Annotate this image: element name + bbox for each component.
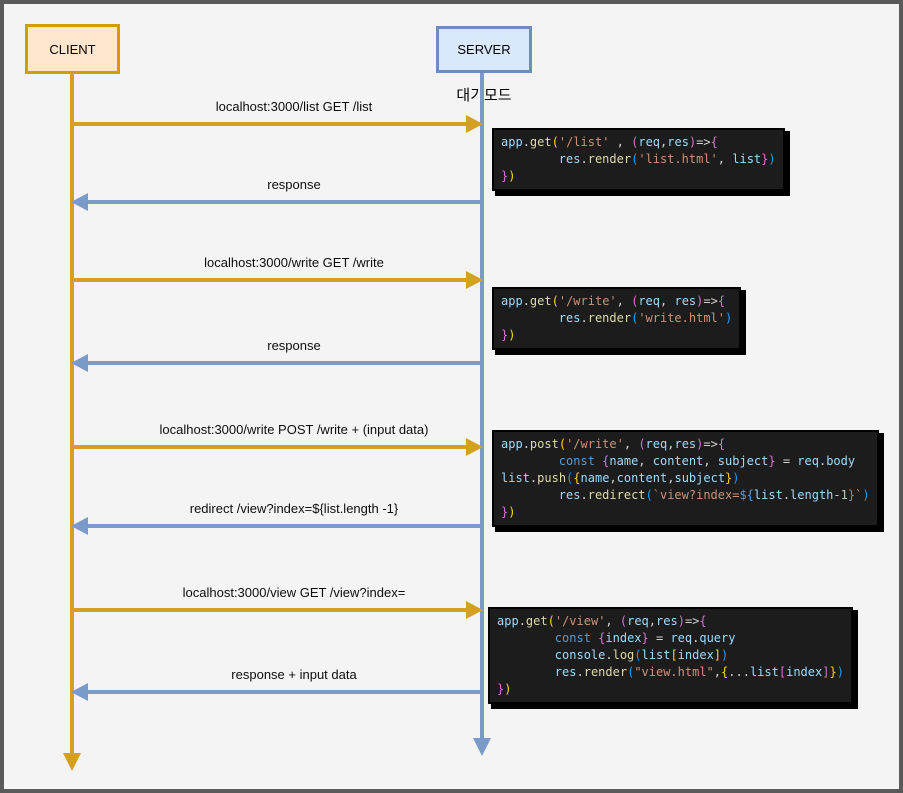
client-lifeline-arrowhead-icon	[63, 753, 81, 771]
request-arrow	[72, 271, 483, 289]
server-lifeline-arrowhead-icon	[473, 738, 491, 756]
arrow-line	[72, 608, 469, 612]
client-lifeline	[70, 74, 74, 754]
message-label: localhost:3000/view GET /view?index=	[182, 585, 406, 600]
message-label: response	[267, 338, 321, 353]
arrow-head-icon	[71, 683, 88, 701]
message-label: localhost:3000/write POST /write + (inpu…	[159, 422, 429, 437]
arrow-head-icon	[466, 438, 483, 456]
arrow-line	[87, 524, 482, 528]
message-label: response	[267, 177, 321, 192]
client-actor-box: CLIENT	[25, 24, 120, 74]
message-label: response + input data	[231, 667, 357, 682]
code-snippet-get-view: app.get('/view', (req,res)=>{ const {ind…	[488, 607, 853, 704]
server-lifeline	[480, 73, 484, 739]
response-arrow	[71, 193, 482, 211]
server-actor-box: SERVER	[436, 26, 532, 73]
message-label: redirect /view?index=${list.length -1}	[189, 501, 399, 516]
arrow-head-icon	[71, 193, 88, 211]
response-arrow	[71, 517, 482, 535]
client-actor-label: CLIENT	[49, 41, 96, 57]
server-actor-label: SERVER	[457, 42, 511, 57]
arrow-line	[72, 278, 469, 282]
message-label: localhost:3000/write GET /write	[204, 255, 384, 270]
arrow-line	[87, 361, 482, 365]
request-arrow	[72, 115, 483, 133]
code-snippet-post-write: app.post('/write', (req,res)=>{ const {n…	[492, 430, 879, 527]
code-snippet-get-write: app.get('/write', (req, res)=>{ res.rend…	[492, 287, 742, 350]
message-label: localhost:3000/list GET /list	[215, 99, 373, 114]
arrow-line	[72, 122, 469, 126]
arrow-head-icon	[71, 354, 88, 372]
arrow-head-icon	[466, 601, 483, 619]
arrow-head-icon	[71, 517, 88, 535]
code-snippet-get-list: app.get('/list' , (req,res)=>{ res.rende…	[492, 128, 785, 191]
response-arrow	[71, 683, 482, 701]
arrow-line	[87, 200, 482, 204]
arrow-head-icon	[466, 115, 483, 133]
response-arrow	[71, 354, 482, 372]
arrow-line	[72, 445, 469, 449]
request-arrow	[72, 438, 483, 456]
request-arrow	[72, 601, 483, 619]
arrow-head-icon	[466, 271, 483, 289]
arrow-line	[87, 690, 482, 694]
